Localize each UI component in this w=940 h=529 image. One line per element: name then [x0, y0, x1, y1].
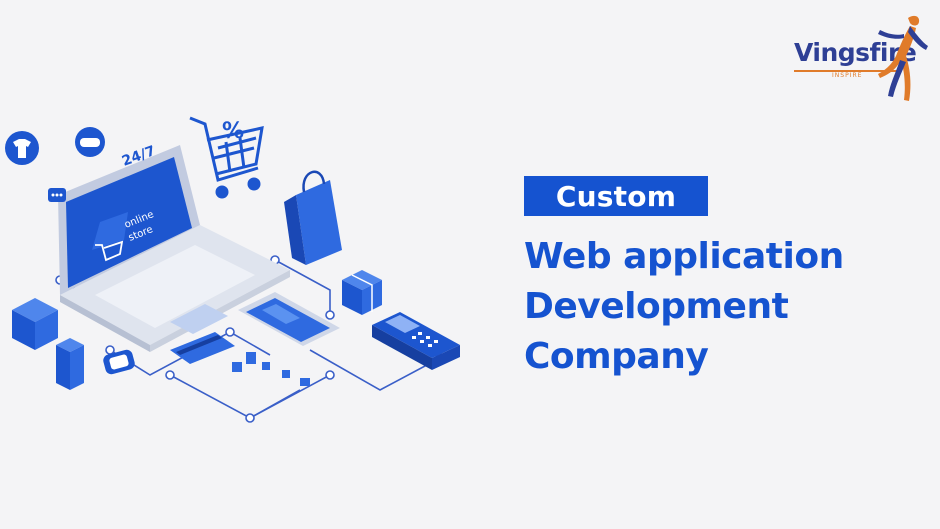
page-title: Web application Development Company: [524, 232, 924, 382]
logo-tagline: INSPIRE: [832, 72, 863, 79]
tshirt-bubble-icon: [5, 131, 39, 165]
headline-line-1: Web application: [524, 236, 844, 277]
laptop-icon: online store: [58, 145, 290, 352]
tall-box-icon: [56, 338, 84, 390]
pos-terminal-icon: [372, 312, 460, 370]
dots-bubble-icon: [48, 188, 66, 202]
gift-box-icon: [342, 270, 382, 315]
headline-line-2: Development: [524, 286, 789, 327]
smartphone-icon: [238, 292, 340, 346]
shopping-cart-icon: [189, 116, 264, 199]
shopping-bag-icon: [284, 170, 342, 265]
mini-boxes-icon: [232, 352, 310, 386]
logo-underline: [794, 70, 898, 72]
custom-badge: Custom: [524, 176, 708, 216]
leaping-figure-icon: [878, 15, 928, 101]
gamepad-bubble-icon: [75, 127, 105, 157]
package-box-icon: [12, 298, 58, 350]
smartwatch-icon: [103, 349, 135, 375]
ecommerce-illustration: online store % 24/7: [5, 116, 460, 423]
percent-sign: %: [222, 119, 244, 144]
credit-card-icon: [170, 332, 235, 364]
headline-line-3: Company: [524, 336, 709, 377]
vingsfire-logo: Vingsfire INSPIRE: [790, 12, 930, 107]
badge-label: Custom: [555, 179, 677, 213]
